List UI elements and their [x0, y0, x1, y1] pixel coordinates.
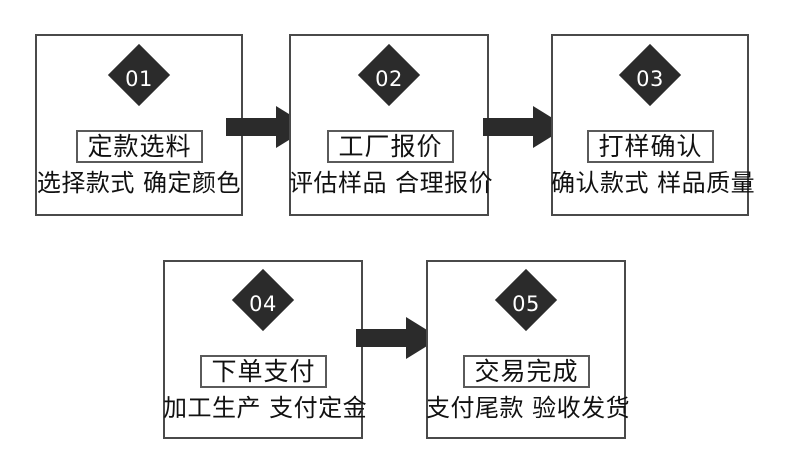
step-title-03: 打样确认 — [587, 130, 714, 163]
step-subtitle-03: 确认款式 样品质量 — [551, 169, 756, 197]
step-title-01: 定款选料 — [76, 130, 203, 163]
step-subtitle-02: 评估样品 合理报价 — [289, 169, 494, 197]
step-title-04: 下单支付 — [200, 355, 327, 388]
step-subtitle-01: 选择款式 确定颜色 — [36, 169, 242, 197]
step-title-02: 工厂报价 — [327, 130, 454, 163]
step-number-01: 01 — [125, 67, 153, 91]
arrow-right-icon-04-05 — [356, 317, 440, 359]
step-number-05: 05 — [512, 292, 540, 316]
step-title-05: 交易完成 — [463, 355, 590, 388]
step-subtitle-05: 支付尾款 验收发货 — [426, 394, 631, 422]
step-number-02: 02 — [375, 67, 403, 91]
step-subtitle-04: 加工生产 支付定金 — [163, 394, 368, 422]
step-number-03: 03 — [636, 67, 664, 91]
step-number-04: 04 — [249, 292, 277, 316]
arrow-right-icon-02-03 — [483, 106, 567, 148]
